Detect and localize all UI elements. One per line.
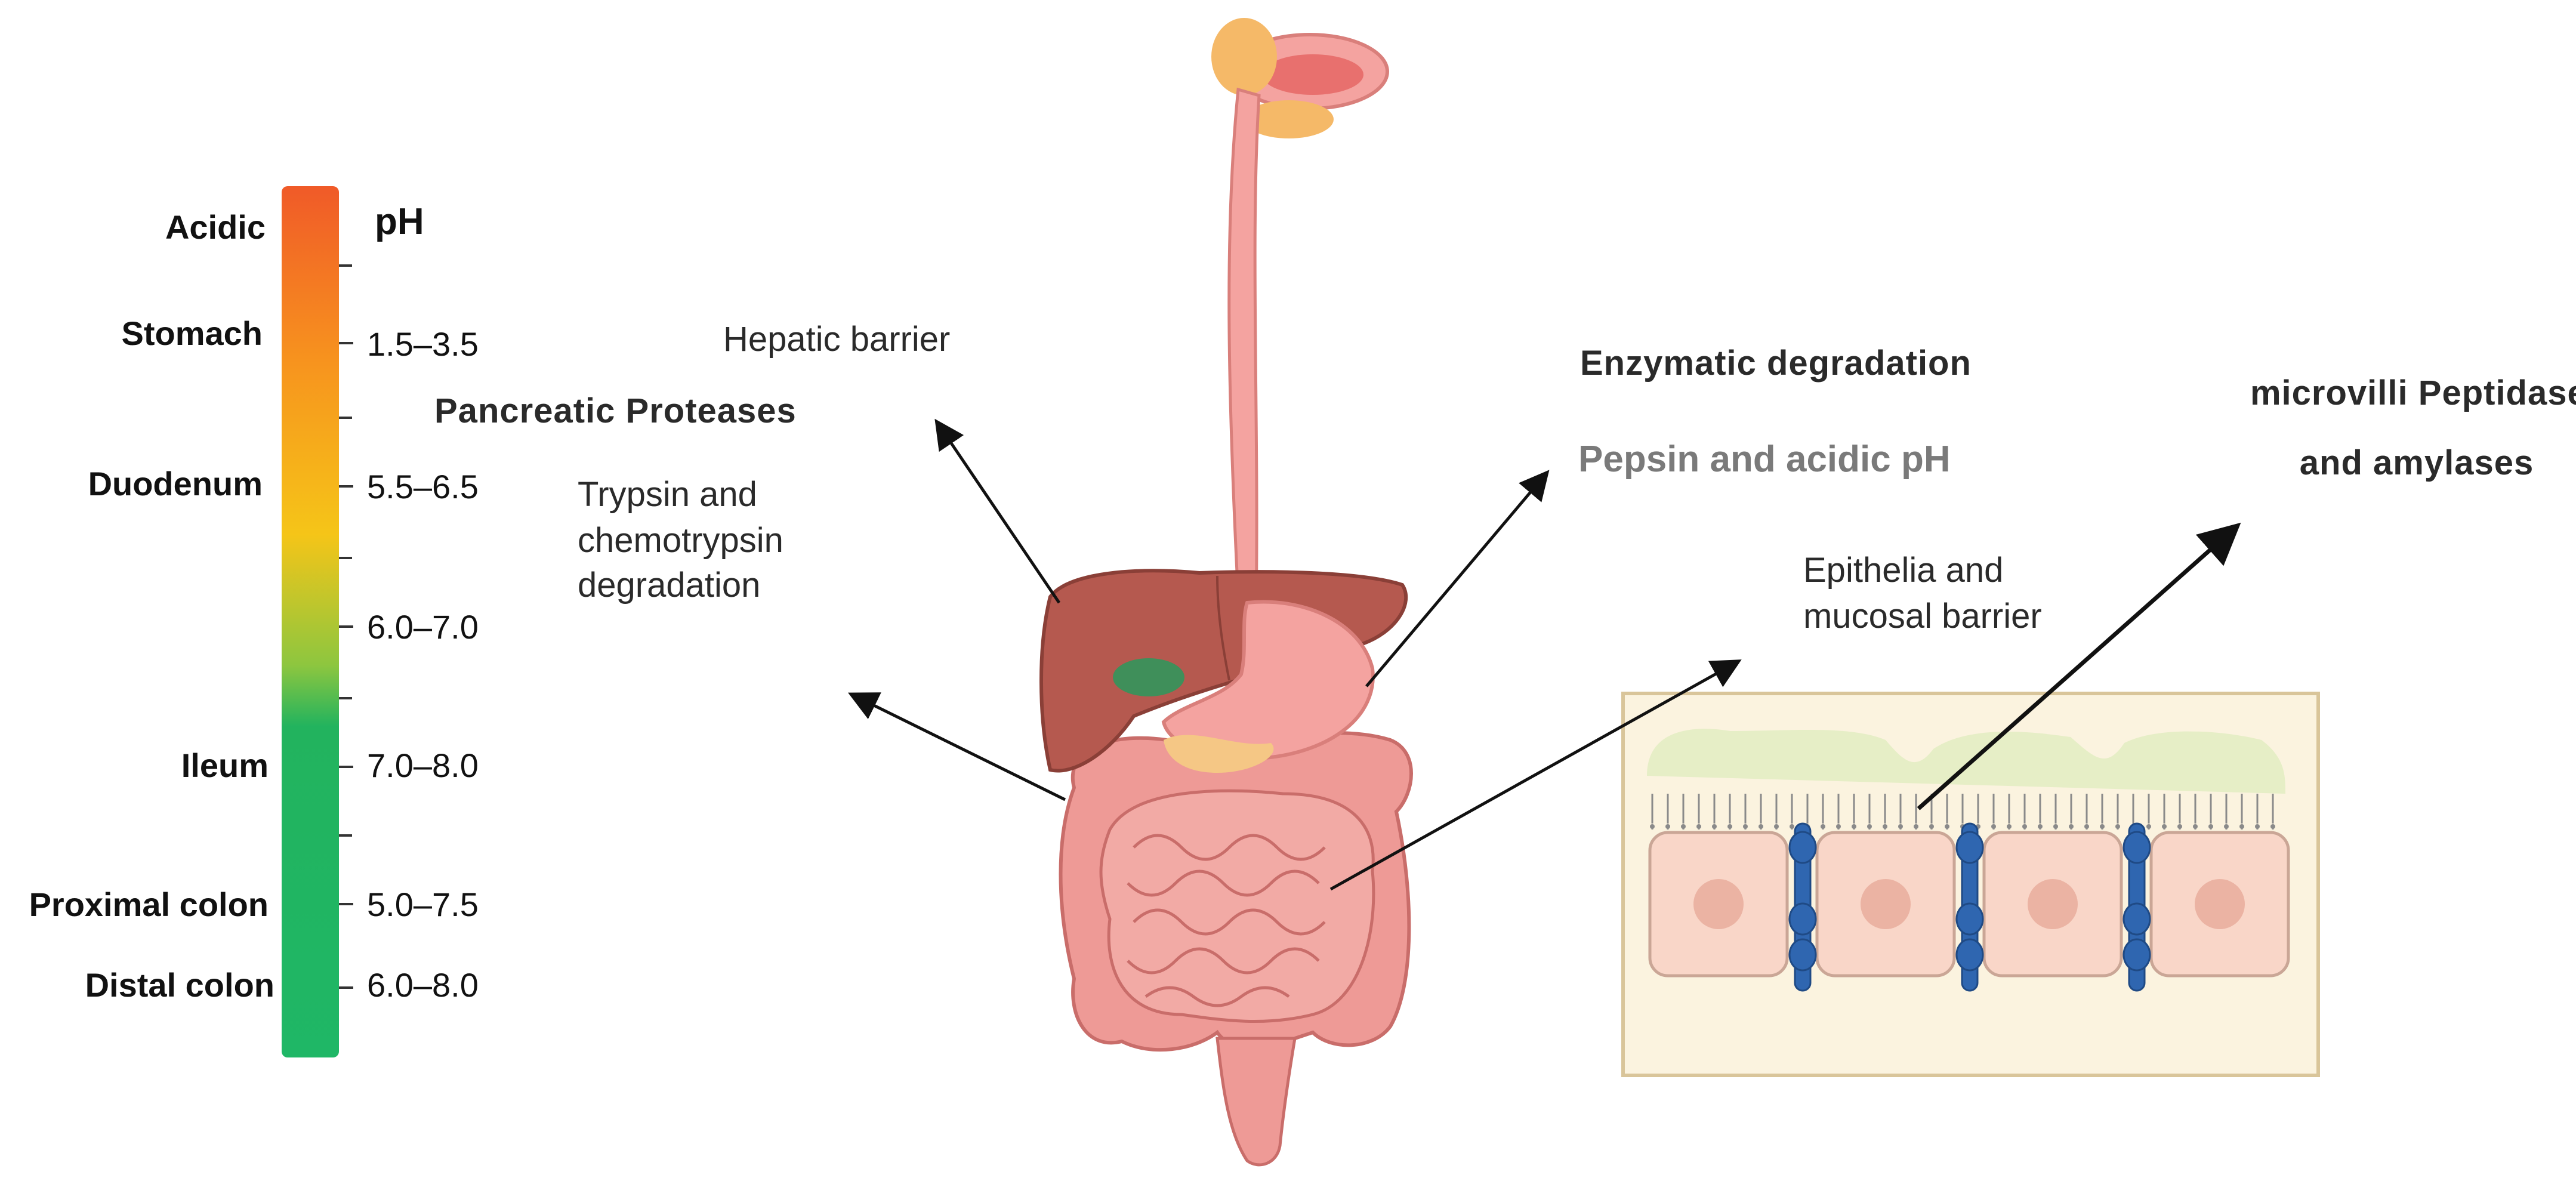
pancreas bbox=[1164, 735, 1274, 773]
ph-ticks bbox=[339, 264, 353, 989]
label-trypsin-line-1: Trypsin and bbox=[578, 475, 757, 514]
ph-range-stomach: 1.5–3.5 bbox=[367, 325, 479, 363]
ph-range-jejunum: 6.0–7.0 bbox=[367, 608, 479, 646]
ph-header-label: pH bbox=[375, 201, 424, 242]
arrow-trypsin bbox=[848, 692, 1066, 801]
label-epithelia-line-1: Epithelia and bbox=[1803, 551, 2003, 590]
ph-range-distal-colon: 6.0–8.0 bbox=[367, 966, 479, 1004]
label-trypsin-line-2: chemotrypsin bbox=[578, 521, 783, 560]
small-intestine-folds bbox=[1127, 834, 1326, 1007]
label-pepsin-acidic-ph: Pepsin and acidic pH bbox=[1578, 439, 1951, 480]
arrow-pepsin bbox=[1365, 470, 1550, 687]
ph-range-ileum: 7.0–8.0 bbox=[367, 747, 479, 784]
ph-range-duodenum: 5.5–6.5 bbox=[367, 468, 479, 505]
ph-region-duodenum: Duodenum bbox=[88, 465, 263, 502]
ph-region-stomach: Stomach bbox=[122, 314, 263, 352]
label-microvilli-line-1: microvilli Peptidases bbox=[2250, 374, 2576, 412]
ph-region-distal-colon: Distal colon bbox=[85, 966, 274, 1004]
epithelium-inset bbox=[1621, 692, 2320, 1077]
annotation-arrows bbox=[848, 418, 2241, 891]
ph-gradient-bar bbox=[282, 186, 339, 1057]
small-intestine bbox=[1099, 789, 1375, 1023]
ph-region-ileum: Ileum bbox=[181, 747, 269, 784]
cell-nuclei bbox=[1693, 879, 2245, 929]
label-enzymatic-degradation: Enzymatic degradation bbox=[1580, 344, 1972, 383]
annotation-texts: Hepatic barrier Pancreatic Proteases Try… bbox=[434, 320, 2576, 636]
rectum bbox=[1215, 1037, 1297, 1167]
digestive-system-illustration bbox=[1039, 18, 1413, 1167]
label-pancreatic-proteases: Pancreatic Proteases bbox=[434, 391, 797, 430]
ph-range-proximal-colon: 5.0–7.5 bbox=[367, 886, 479, 923]
arrow-hepatic bbox=[934, 418, 1061, 604]
esophagus bbox=[1227, 87, 1261, 612]
mouth-illustration bbox=[1211, 18, 1389, 138]
mucus-layer bbox=[1647, 729, 2285, 794]
ph-region-proximal-colon: Proximal colon bbox=[29, 886, 269, 923]
arrow-epithelia bbox=[1329, 659, 1742, 891]
tight-junctions bbox=[1788, 822, 2151, 992]
label-hepatic-barrier: Hepatic barrier bbox=[723, 320, 950, 359]
label-epithelia-line-2: mucosal barrier bbox=[1803, 597, 2042, 636]
ph-scale: Acidic pH Stomach 1.5–3.5 Duodenum 5.5–6… bbox=[29, 186, 479, 1057]
gallbladder bbox=[1113, 658, 1184, 696]
arrow-microvilli bbox=[1917, 522, 2241, 810]
label-trypsin-line-3: degradation bbox=[578, 566, 760, 605]
label-microvilli-line-2: and amylases bbox=[2300, 443, 2534, 482]
ph-acidic-label: Acidic bbox=[165, 208, 266, 246]
